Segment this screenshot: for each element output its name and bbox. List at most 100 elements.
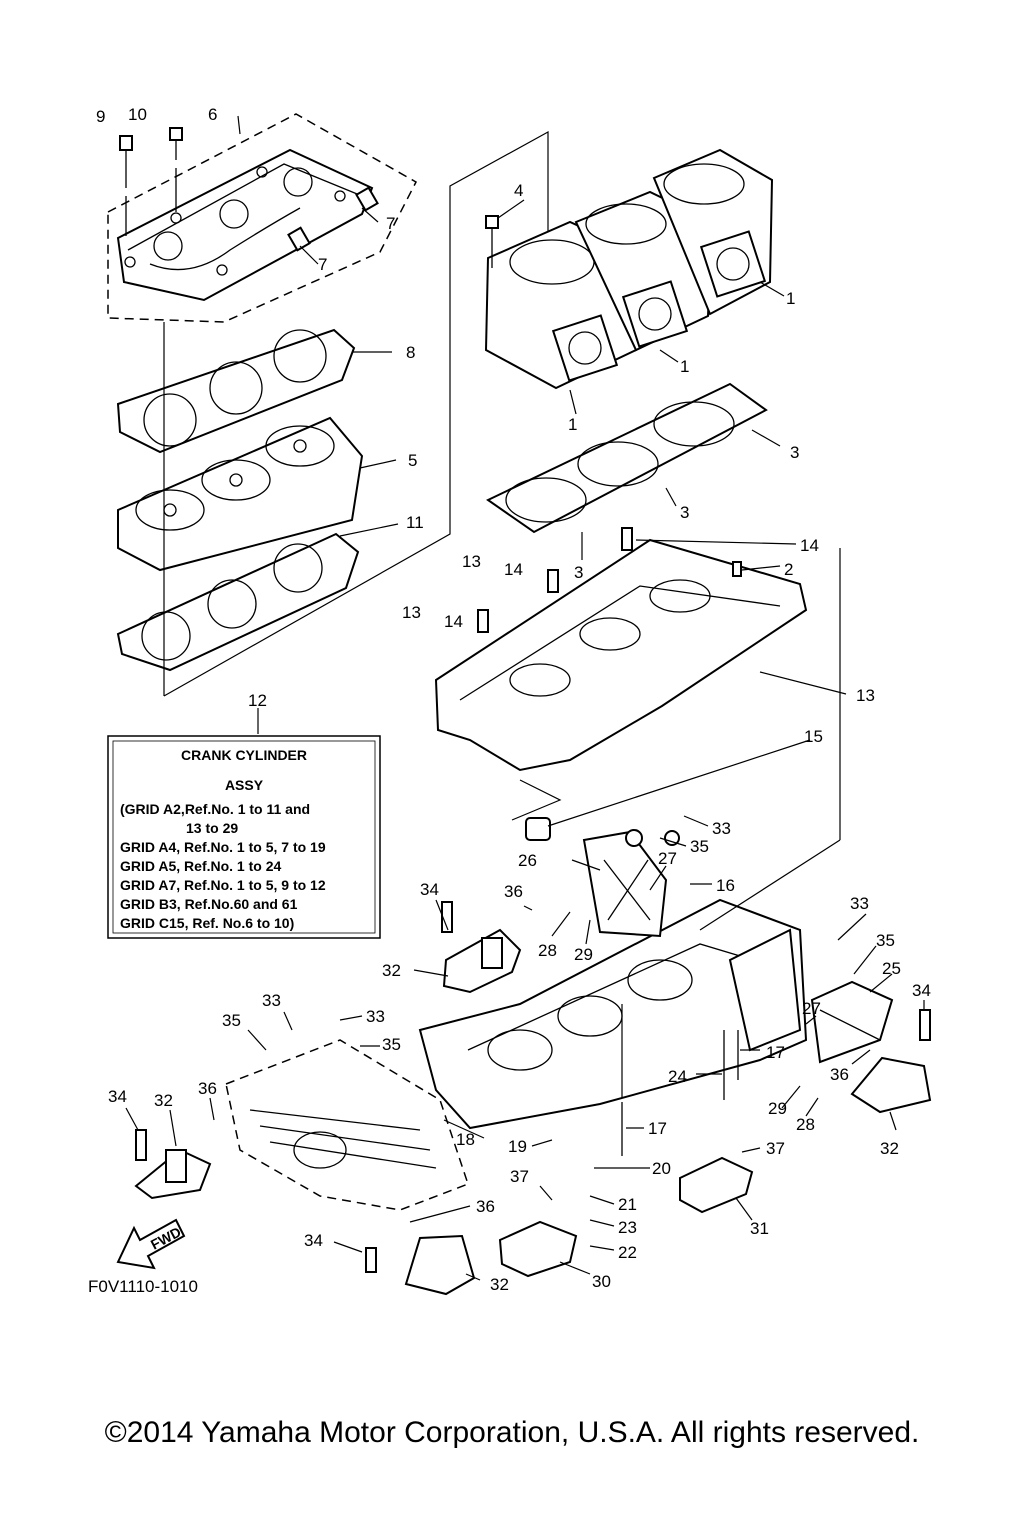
callout-14a: 14 bbox=[800, 536, 819, 555]
callout-37b: 37 bbox=[510, 1167, 529, 1186]
bolt-10 bbox=[169, 127, 183, 212]
callout-35c: 35 bbox=[222, 1011, 241, 1030]
callout-32c: 32 bbox=[490, 1275, 509, 1294]
callout-14c: 14 bbox=[444, 612, 463, 631]
callout-29b: 29 bbox=[768, 1099, 787, 1118]
callout-35a: 35 bbox=[690, 837, 709, 856]
callout-34a: 34 bbox=[420, 880, 439, 899]
callout-34b: 34 bbox=[912, 981, 931, 1000]
callout-13a: 13 bbox=[462, 552, 481, 571]
callout-32d: 32 bbox=[154, 1091, 173, 1110]
callout-5: 5 bbox=[408, 451, 417, 470]
callout-31: 31 bbox=[750, 1219, 769, 1238]
callout-19: 19 bbox=[508, 1137, 527, 1156]
copyright-text: ©2014 Yamaha Motor Corporation, U.S.A. A… bbox=[104, 1416, 920, 1449]
long-bolts bbox=[621, 548, 841, 1156]
callout-22: 22 bbox=[618, 1243, 637, 1262]
callout-28b: 28 bbox=[796, 1115, 815, 1134]
callout-27b: 27 bbox=[802, 999, 821, 1018]
bolt-9 bbox=[119, 135, 133, 236]
assy-line-7: GRID C15, Ref. No.6 to 10) bbox=[120, 915, 294, 931]
callout-7b: 7 bbox=[318, 255, 327, 274]
callout-23: 23 bbox=[618, 1218, 637, 1237]
callout-36c: 36 bbox=[476, 1197, 495, 1216]
callout-17b: 17 bbox=[648, 1119, 667, 1138]
callout-33d: 33 bbox=[366, 1007, 385, 1026]
callout-36d: 36 bbox=[198, 1079, 217, 1098]
cylinder-head-5 bbox=[117, 416, 364, 572]
upper-crankcase bbox=[434, 538, 808, 821]
mount-bracket-26 bbox=[582, 829, 680, 938]
callout-20: 20 bbox=[652, 1159, 671, 1178]
box-30 bbox=[498, 1220, 578, 1278]
callout-30: 30 bbox=[592, 1272, 611, 1291]
callout-2: 2 bbox=[784, 560, 793, 579]
callout-34c: 34 bbox=[304, 1231, 323, 1250]
callout-29a: 29 bbox=[574, 945, 593, 964]
callout-35b: 35 bbox=[876, 931, 895, 950]
callout-10: 10 bbox=[128, 105, 147, 124]
callout-17a: 17 bbox=[766, 1043, 785, 1062]
engine-mount-32-left bbox=[134, 1129, 212, 1200]
callout-15: 15 bbox=[804, 727, 823, 746]
callout-13c: 13 bbox=[856, 686, 875, 705]
callout-16: 16 bbox=[716, 876, 735, 895]
callout-8: 8 bbox=[406, 343, 415, 362]
assy-line-6: GRID B3, Ref.No.60 and 61 bbox=[120, 896, 298, 912]
callout-32a: 32 bbox=[382, 961, 401, 980]
callout-33c: 33 bbox=[262, 991, 281, 1010]
head-gasket-11 bbox=[116, 532, 360, 672]
callout-28a: 28 bbox=[538, 941, 557, 960]
assy-line-3: GRID A4, Ref.No. 1 to 5, 7 to 19 bbox=[120, 839, 326, 855]
lower-crankcase bbox=[418, 898, 808, 1130]
oil-seal-15 bbox=[525, 817, 551, 841]
callout-1c: 1 bbox=[568, 415, 577, 434]
callout-1b: 1 bbox=[680, 357, 689, 376]
mount-bracket-25 bbox=[810, 980, 894, 1064]
engine-mount-32-upper bbox=[441, 901, 522, 994]
callout-33b: 33 bbox=[850, 894, 869, 913]
dowel-pins bbox=[477, 527, 742, 633]
figure-code: F0V1110-1010 bbox=[88, 1277, 198, 1296]
callout-11: 11 bbox=[406, 513, 424, 532]
crank-cylinder-assy-box: CRANK CYLINDER ASSY (GRID A2,Ref.No. 1 t… bbox=[107, 735, 381, 939]
callout-32b: 32 bbox=[880, 1139, 899, 1158]
head-gasket-8 bbox=[116, 328, 356, 454]
callout-33a: 33 bbox=[712, 819, 731, 838]
assy-line-4: GRID A5, Ref.No. 1 to 24 bbox=[120, 858, 282, 874]
callout-37a: 37 bbox=[766, 1139, 785, 1158]
callout-24: 24 bbox=[668, 1067, 687, 1086]
callout-34d: 34 bbox=[108, 1087, 127, 1106]
cylinder-1 bbox=[484, 148, 774, 390]
callout-12: 12 bbox=[248, 691, 267, 710]
cylinder-head-cover-group bbox=[107, 113, 417, 323]
cylinder-gaskets-3 bbox=[486, 382, 768, 534]
callout-18: 18 bbox=[456, 1130, 475, 1149]
callout-3c: 3 bbox=[574, 563, 583, 582]
callout-26: 26 bbox=[518, 851, 537, 870]
callout-14b: 14 bbox=[504, 560, 523, 579]
callout-27a: 27 bbox=[658, 849, 677, 868]
callout-9: 9 bbox=[96, 107, 105, 126]
box-31 bbox=[679, 1156, 754, 1214]
fwd-arrow-icon: FWD bbox=[116, 1218, 186, 1270]
callout-3b: 3 bbox=[680, 503, 689, 522]
callout-3a: 3 bbox=[790, 443, 799, 462]
callout-25: 25 bbox=[882, 959, 901, 978]
callout-4: 4 bbox=[514, 181, 523, 200]
assy-line-1: (GRID A2,Ref.No. 1 to 11 and bbox=[120, 801, 310, 817]
callout-1a: 1 bbox=[786, 289, 795, 308]
engine-mount-32-bottom bbox=[365, 1234, 476, 1296]
assy-title-1: CRANK CYLINDER bbox=[181, 747, 307, 763]
callout-36b: 36 bbox=[830, 1065, 849, 1084]
leader-lines bbox=[125, 115, 925, 1281]
callout-7a: 7 bbox=[386, 214, 395, 233]
stud-4 bbox=[485, 215, 499, 268]
assy-title-2: ASSY bbox=[225, 777, 264, 793]
lower-cover-dotted bbox=[225, 1039, 469, 1211]
engine-mount-32-right bbox=[850, 1009, 932, 1114]
callout-6: 6 bbox=[208, 105, 217, 124]
callout-13b: 13 bbox=[402, 603, 421, 622]
callout-36a: 36 bbox=[504, 882, 523, 901]
